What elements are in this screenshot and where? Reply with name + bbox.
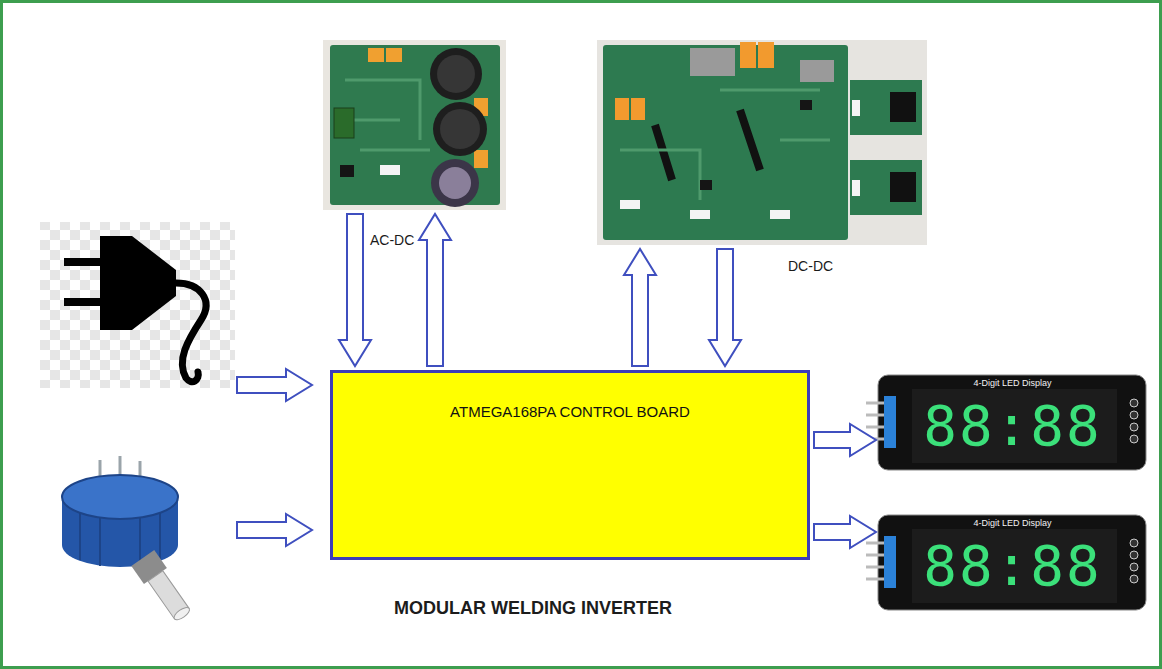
pcb-module: DC-DC xyxy=(597,40,927,245)
dcdc-board-photo xyxy=(800,100,812,110)
led-module-photo xyxy=(866,515,1146,610)
led-module-photo xyxy=(866,414,886,417)
led-module-photo xyxy=(1130,575,1138,583)
dcdc-board-photo xyxy=(631,98,645,120)
dcdc-board-photo xyxy=(850,160,922,215)
acdc-board-photo xyxy=(380,165,400,175)
dcdc-board-photo xyxy=(655,110,760,180)
led-module-photo xyxy=(878,515,1146,610)
acdc-board-photo xyxy=(433,102,487,156)
dcdc-board-photo xyxy=(890,172,916,202)
hollow-arrow xyxy=(814,516,876,548)
dcdc-board-photo xyxy=(597,40,927,245)
led-module-photo xyxy=(1130,399,1138,407)
acdc-board-photo xyxy=(340,165,354,177)
led-display: 4-Digit LED Display 88:88 xyxy=(880,375,1145,470)
led-module-photo xyxy=(866,542,886,545)
plug-icon xyxy=(64,298,102,306)
dcdc-board-photo xyxy=(615,98,629,120)
acdc-board-photo xyxy=(474,150,488,168)
dcdc-board-photo xyxy=(690,210,710,219)
hollow-arrow xyxy=(624,249,656,366)
led-module-photo xyxy=(1130,551,1138,559)
acdc-board-photo xyxy=(437,55,475,93)
dcdc-board-photo xyxy=(620,90,830,200)
input-arrow xyxy=(237,369,312,401)
dcdc-board-photo xyxy=(690,48,735,76)
dcdc-board-photo xyxy=(890,92,916,122)
acdc-board-photo xyxy=(386,48,402,62)
acdc-board-photo xyxy=(345,80,430,150)
display-label: 4-Digit LED Display xyxy=(973,378,1051,389)
hollow-arrow xyxy=(709,249,741,366)
potentiometer-icon xyxy=(131,550,195,625)
led-module-photo xyxy=(866,554,886,557)
acdc-board-photo xyxy=(323,40,506,210)
potentiometer-icon xyxy=(172,605,191,622)
board-label: ATMEGA168PA CONTROL BOARD xyxy=(450,403,690,420)
hollow-arrow xyxy=(419,214,451,366)
acdc-board-photo xyxy=(440,109,480,149)
diagram-title: MODULAR WELDING INVERTER xyxy=(283,598,783,619)
plug-icon xyxy=(64,258,102,266)
plug-icon xyxy=(176,283,206,382)
led-module-photo xyxy=(1130,435,1138,443)
dcdc-board-photo xyxy=(620,200,640,209)
dcdc-board-photo xyxy=(852,100,860,116)
led-module-photo xyxy=(866,578,886,581)
dcdc-board-photo xyxy=(700,180,712,190)
led-display: 4-Digit LED Display 88:88 xyxy=(880,515,1145,610)
dcdc-board-photo xyxy=(770,210,790,219)
dcdc-board-photo xyxy=(740,42,756,68)
dcdc-board-photo xyxy=(603,45,848,240)
led-module-photo xyxy=(884,536,896,588)
plug-icon xyxy=(100,236,176,330)
display-digits: 88:88 xyxy=(923,536,1102,596)
led-module-photo xyxy=(866,566,886,569)
potentiometer-icon xyxy=(62,475,178,519)
control-board: ATMEGA168PA CONTROL BOARD xyxy=(330,370,810,560)
hollow-arrow xyxy=(814,424,876,456)
dcdc-board-photo xyxy=(800,60,834,82)
acdc-board-photo xyxy=(368,48,384,62)
dcdc-board-photo xyxy=(597,40,927,245)
led-module-photo xyxy=(884,396,896,448)
module-caption: DC-DC xyxy=(788,258,833,274)
pcb-module: AC-DC xyxy=(323,40,506,210)
led-module-photo xyxy=(912,389,1117,463)
module-caption: AC-DC xyxy=(370,232,414,248)
acdc-board-photo xyxy=(431,159,479,207)
input-arrow xyxy=(237,369,312,546)
potentiometer-icon xyxy=(99,514,101,566)
input-arrow xyxy=(237,514,312,546)
acdc-board-photo xyxy=(334,108,354,138)
dcdc-board-photo xyxy=(850,80,922,135)
acdc-board-photo xyxy=(430,48,482,100)
acdc-board-photo xyxy=(323,40,506,210)
display-digits: 88:88 xyxy=(923,396,1102,456)
led-module-photo xyxy=(1130,563,1138,571)
potentiometer-icon xyxy=(79,510,81,560)
led-module-photo xyxy=(866,375,1146,470)
plug-icon xyxy=(40,222,235,388)
led-module-photo xyxy=(1130,411,1138,419)
led-module-photo xyxy=(866,426,886,429)
display-label: 4-Digit LED Display xyxy=(973,518,1051,529)
led-module-photo xyxy=(912,529,1117,603)
dcdc-board-photo xyxy=(852,180,860,196)
potentiometer-icon xyxy=(139,514,141,566)
acdc-board-photo xyxy=(439,167,471,199)
led-module-photo xyxy=(878,375,1146,470)
led-module-photo xyxy=(1130,539,1138,547)
potentiometer-icon xyxy=(159,510,161,560)
led-module-photo xyxy=(1130,423,1138,431)
potentiometer-icon xyxy=(62,456,196,625)
hollow-arrow xyxy=(339,214,371,366)
dcdc-board-photo xyxy=(758,42,774,68)
plug-icon xyxy=(40,222,235,388)
led-module-photo xyxy=(866,402,886,405)
